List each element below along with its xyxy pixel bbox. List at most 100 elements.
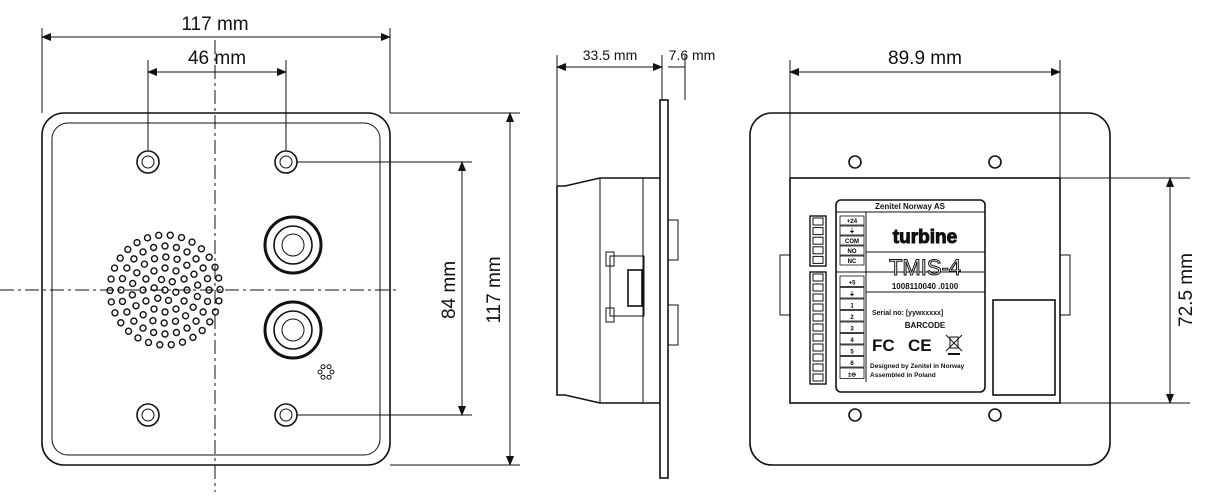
- grille-hole: [150, 284, 158, 292]
- connector-block: [992, 299, 1056, 396]
- terminal-box: [839, 356, 865, 368]
- grille-hole: [205, 253, 213, 261]
- grille-hole: [124, 245, 132, 254]
- grille-hole: [180, 275, 188, 283]
- terminal-box: [839, 215, 865, 226]
- terminal-box: [839, 287, 865, 299]
- grille-hole: [130, 255, 138, 263]
- terminal-label: 6: [850, 361, 854, 367]
- front-height-dim: 117 mm: [484, 256, 505, 323]
- grille-hole: [143, 234, 152, 242]
- terminal-screw: [812, 343, 824, 352]
- front-view: 117 mm 46 mm 84 mm 117 mm: [0, 14, 520, 492]
- mic-hole: [317, 369, 323, 375]
- grille-hole: [116, 254, 124, 262]
- ce-mark: CE: [908, 336, 932, 355]
- label-designed: Designed by Zenitel in Norway: [870, 363, 965, 370]
- side-plate: [659, 99, 669, 479]
- grille-hole: [161, 242, 169, 250]
- mounting-holes: [848, 155, 1002, 422]
- terminal-screw: [812, 236, 824, 245]
- grille-hole: [198, 326, 206, 335]
- terminal-label: 4: [850, 338, 854, 344]
- grille-hole: [144, 338, 153, 347]
- grille-hole: [140, 260, 149, 268]
- terminal-box: [839, 245, 865, 256]
- grille-hole: [123, 308, 131, 316]
- grille-hole: [203, 297, 212, 306]
- grille-hole: [172, 267, 180, 275]
- grille-hole: [124, 327, 133, 335]
- front-plate-inner: [51, 122, 381, 456]
- grille-hole: [118, 297, 127, 306]
- back-plate-outline: [749, 112, 1111, 466]
- terminal-screw: [812, 227, 824, 236]
- grille-hole: [106, 286, 114, 295]
- label-part-number: 1008110040 .0100: [892, 282, 959, 291]
- button-spacing-dim: 46 mm: [188, 48, 246, 69]
- terminal-label: NC: [848, 259, 857, 265]
- grille-hole: [197, 245, 206, 253]
- grille-hole: [128, 279, 137, 288]
- front-plate-outline: [41, 112, 391, 466]
- grille-hole: [167, 340, 175, 349]
- grille-hole: [161, 264, 169, 272]
- side-plate-dim: 7.6 mm: [669, 47, 716, 63]
- grille-hole: [172, 328, 181, 337]
- terminal-label: COM: [845, 239, 859, 245]
- grille-hole: [172, 243, 181, 252]
- grille-hole: [133, 238, 141, 247]
- terminal-box: [839, 310, 865, 322]
- terminal-screw: [812, 293, 824, 302]
- grille-hole: [128, 291, 137, 299]
- grille-hole: [161, 308, 169, 316]
- grille-hole: [156, 341, 164, 349]
- terminal-screw: [812, 217, 824, 226]
- grille-hole: [149, 243, 158, 252]
- terminal-box: [839, 367, 865, 379]
- terminal-screw: [812, 313, 824, 322]
- mic-hole: [320, 374, 326, 380]
- grille-hole: [193, 281, 202, 289]
- grille-hole: [157, 275, 166, 284]
- terminal-box: [839, 298, 865, 310]
- grille-hole: [162, 253, 170, 261]
- mic-hole: [320, 364, 326, 370]
- grille-hole: [161, 330, 169, 338]
- product-label: Zenitel Norway AS turbine TMIS-4 1008110…: [835, 199, 986, 393]
- screw-spacing-dim: 84 mm: [439, 261, 460, 319]
- grille-hole: [139, 286, 147, 294]
- grille-hole: [183, 286, 191, 294]
- grille-hole: [178, 338, 187, 346]
- terminal-screw: [812, 353, 824, 362]
- mic-hole: [329, 369, 335, 375]
- grille-hole: [181, 312, 190, 320]
- speaker-grille: [106, 231, 224, 349]
- label-serial: Serial no: [yywxxxxx]: [872, 310, 943, 317]
- terminal-box: [839, 255, 865, 266]
- grille-hole: [192, 255, 200, 263]
- grille-hole: [107, 298, 116, 306]
- grille-hole: [150, 255, 159, 263]
- terminal-screw: [812, 323, 824, 332]
- grille-hole: [193, 292, 202, 301]
- grille-hole: [130, 317, 138, 325]
- grille-hole: [110, 264, 119, 272]
- label-assembled: Assembled in Poland: [870, 372, 936, 379]
- grille-hole: [190, 270, 198, 278]
- grille-hole: [111, 309, 119, 317]
- terminal-label: ⏚: [849, 228, 855, 235]
- terminal-screw: [812, 283, 824, 292]
- grille-hole: [168, 278, 176, 286]
- side-body: [556, 177, 660, 404]
- grille-hole: [142, 275, 150, 283]
- back-view: Zenitel Norway AS turbine TMIS-4 1008110…: [749, 48, 1197, 466]
- grille-hole: [117, 319, 125, 327]
- terminal-label: 2: [850, 315, 854, 321]
- grille-hole: [132, 302, 140, 310]
- label-company: Zenitel Norway AS: [875, 202, 946, 211]
- grille-hole: [139, 248, 147, 256]
- terminal-box: [839, 333, 865, 345]
- grille-hole: [142, 297, 150, 305]
- terminal-screw: [812, 246, 824, 255]
